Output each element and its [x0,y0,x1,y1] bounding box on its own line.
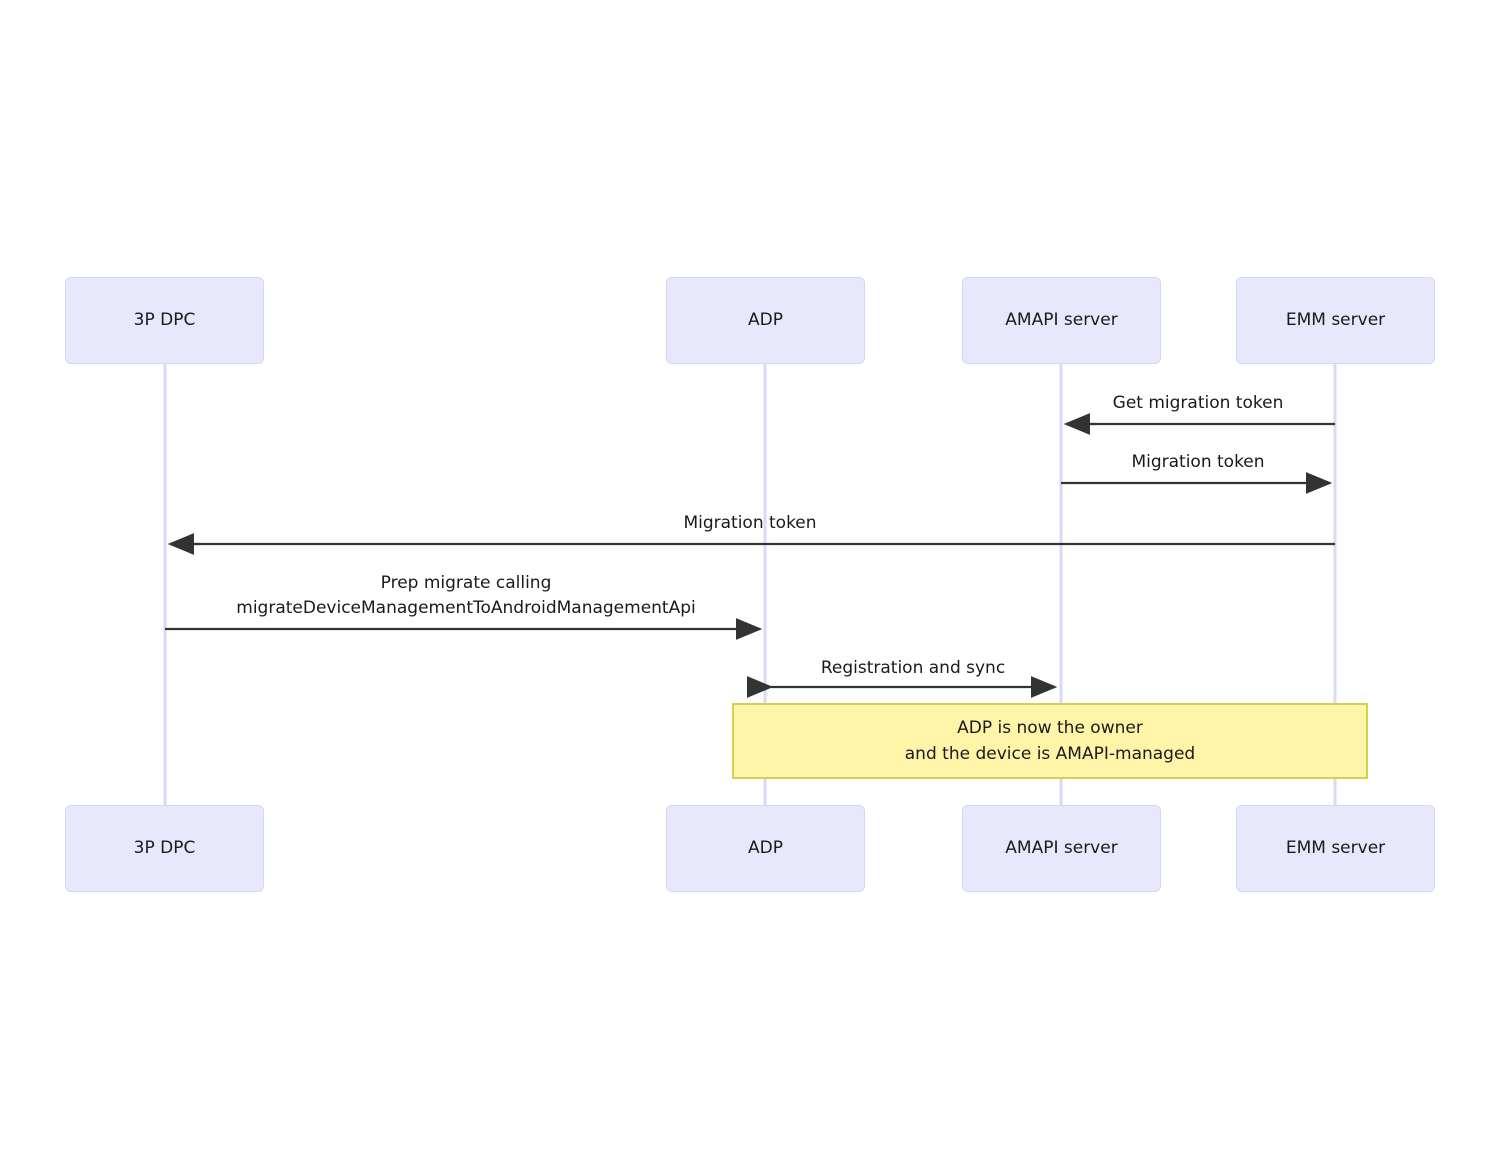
participant-label-dpc-bottom: 3P DPC [133,838,196,859]
message-label-line-1: Prep migrate calling [380,573,552,593]
participant-box-emm-bottom[interactable]: EMM server [1236,805,1435,892]
note-adp-owner: ADP is now the owner and the device is A… [732,703,1368,779]
message-label-registration-and-sync: Registration and sync [821,656,1005,681]
participant-box-dpc-bottom[interactable]: 3P DPC [65,805,264,892]
message-arrows [165,413,1335,698]
participant-box-dpc-top[interactable]: 3P DPC [65,277,264,364]
participant-label-adp-bottom: ADP [748,838,783,859]
participant-label-dpc-top: 3P DPC [133,310,196,331]
message-label-line-2: migrateDeviceManagementToAndroidManageme… [236,597,696,618]
participant-label-amapi-top: AMAPI server [1005,310,1118,331]
participant-box-adp-top[interactable]: ADP [666,277,865,364]
participant-box-adp-bottom[interactable]: ADP [666,805,865,892]
participant-box-amapi-top[interactable]: AMAPI server [962,277,1161,364]
message-label-migration-token-amapi-emm: Migration token [1131,450,1264,475]
participant-label-emm-top: EMM server [1285,310,1386,331]
participant-box-emm-top[interactable]: EMM server [1236,277,1435,364]
participant-label-adp-top: ADP [748,310,783,331]
message-label-migration-token-emm-dpc: Migration token [683,511,816,536]
participant-label-emm-bottom: EMM server [1285,838,1386,859]
message-label-line: Migration token [683,513,817,533]
message-label-prep-migrate: Prep migrate calling migrateDeviceManage… [236,571,695,620]
message-label-line: Migration token [1131,452,1265,472]
message-label-get-migration-token: Get migration token [1113,391,1284,416]
message-label-line: Get migration token [1112,393,1284,413]
participant-label-amapi-bottom: AMAPI server [1005,838,1118,859]
note-line-1: ADP is now the owner [957,717,1143,738]
message-label-line: Registration and sync [820,658,1006,678]
note-line-2: and the device is AMAPI-managed [904,744,1196,764]
participant-box-amapi-bottom[interactable]: AMAPI server [962,805,1161,892]
